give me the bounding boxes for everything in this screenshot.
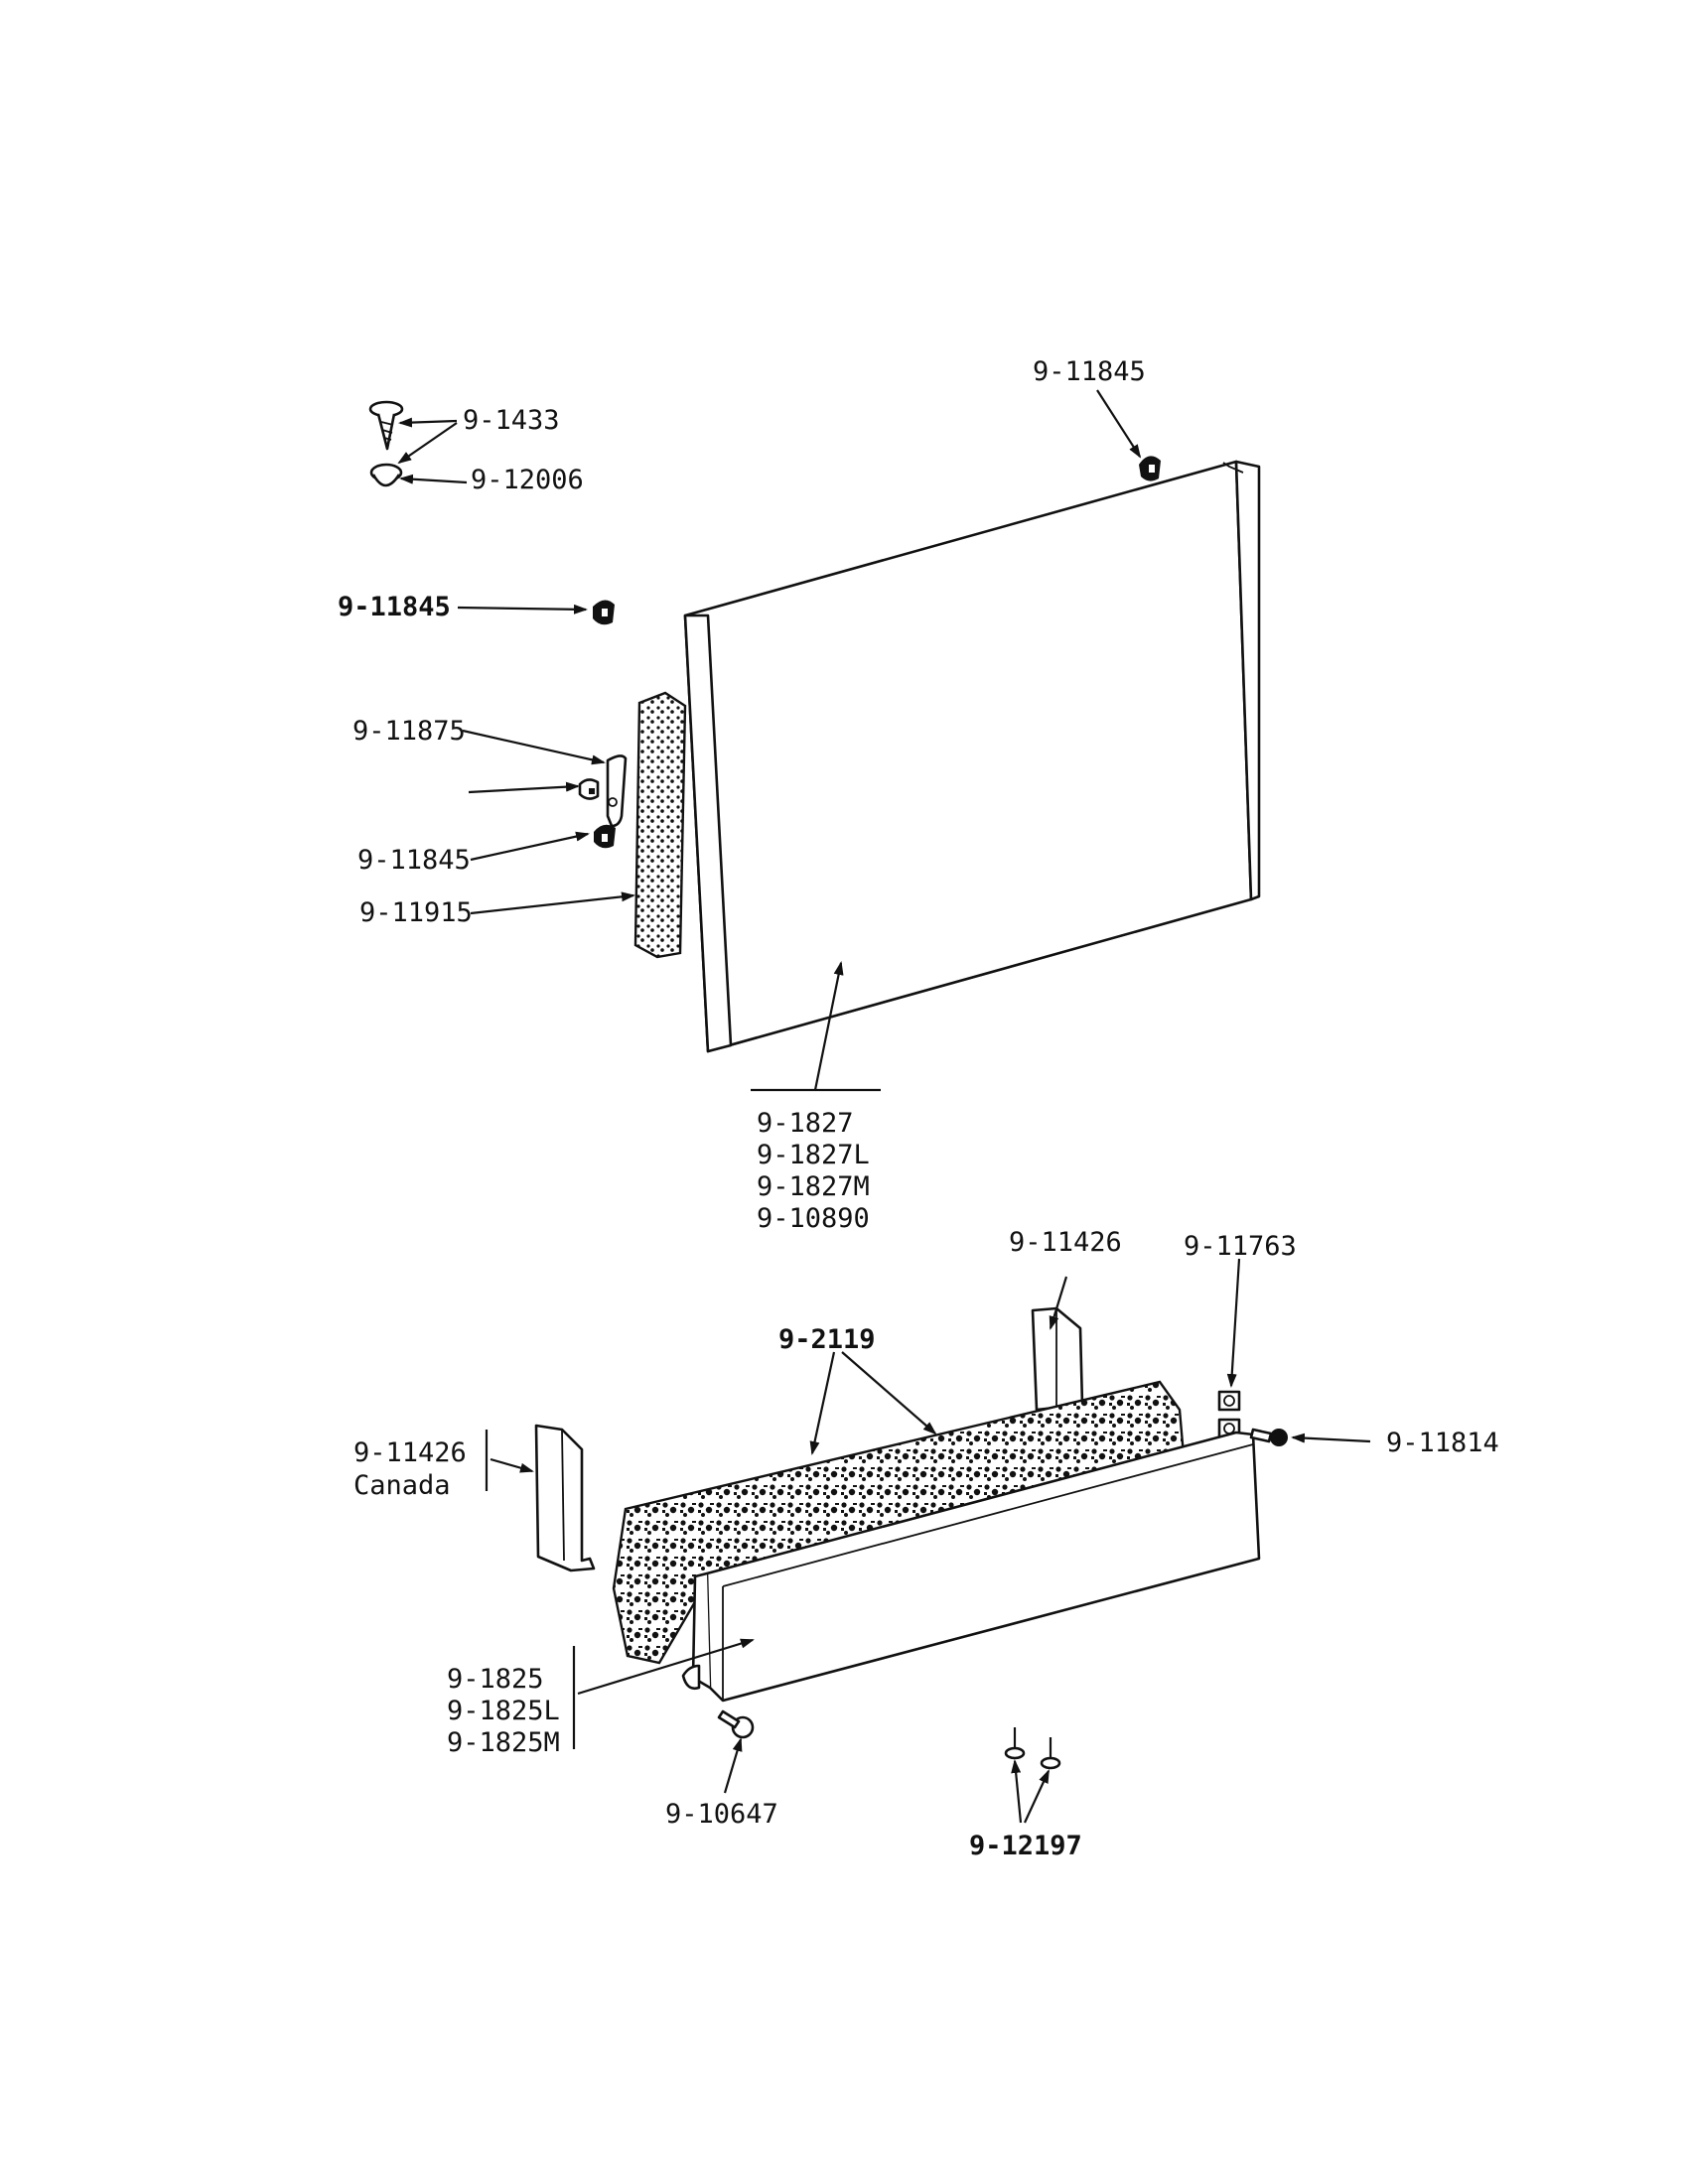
screw-icon bbox=[368, 400, 404, 451]
label-upper-bracket: 9-11426 bbox=[1009, 1227, 1122, 1258]
clip-icon bbox=[578, 778, 600, 800]
label-door-panel-2: 9-1827L bbox=[757, 1140, 870, 1170]
door-panel bbox=[683, 460, 1261, 1053]
label-door-panel-4: 9-10890 bbox=[757, 1203, 870, 1234]
bracket-icon bbox=[534, 1424, 596, 1572]
label-kick-panel-3: 9-1825M bbox=[447, 1727, 560, 1758]
label-kick-panel-1: 9-1825 bbox=[447, 1664, 544, 1695]
screw-icon bbox=[717, 1709, 755, 1739]
clip-icon bbox=[593, 600, 615, 625]
insulation-strip-icon bbox=[633, 691, 687, 959]
label-left-bracket: 9-11426 bbox=[353, 1437, 467, 1468]
label-side-screw: 9-11814 bbox=[1386, 1428, 1499, 1458]
label-insulation-block: 9-2119 bbox=[778, 1324, 876, 1355]
plug-icon bbox=[369, 463, 403, 487]
label-lower-clip: 9-11845 bbox=[357, 845, 471, 876]
clip-icon bbox=[594, 824, 616, 849]
label-screw: 9-1433 bbox=[463, 405, 560, 436]
leader-lines bbox=[397, 389, 1371, 1824]
screw-icon bbox=[1004, 1727, 1061, 1770]
label-insulation-strip: 9-11915 bbox=[359, 897, 473, 928]
label-top-right-clip: 9-11845 bbox=[1033, 356, 1146, 387]
label-door-panel-1: 9-1827 bbox=[757, 1108, 854, 1139]
label-kick-panel-2: 9-1825L bbox=[447, 1696, 560, 1726]
label-door-panel-3: 9-1827M bbox=[757, 1171, 870, 1202]
label-pair-screws: 9-12197 bbox=[969, 1831, 1082, 1861]
clip-icon bbox=[1217, 1390, 1241, 1439]
bracket-icon bbox=[606, 754, 628, 828]
clip-icon bbox=[1139, 456, 1161, 481]
label-plug: 9-12006 bbox=[471, 465, 584, 495]
bracket-icon bbox=[1031, 1306, 1084, 1412]
label-hinge-bracket: 9-11875 bbox=[352, 716, 466, 747]
label-clip-nut: 9-11763 bbox=[1184, 1231, 1297, 1262]
label-left-bracket-note: Canada bbox=[353, 1470, 451, 1501]
label-bottom-screw: 9-10647 bbox=[665, 1799, 778, 1830]
kick-panel bbox=[681, 1431, 1261, 1703]
screw-icon bbox=[1249, 1428, 1288, 1446]
label-left-clip: 9-11845 bbox=[338, 592, 451, 622]
